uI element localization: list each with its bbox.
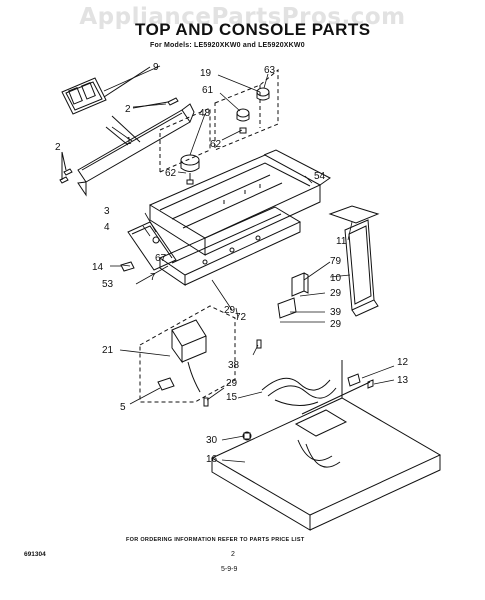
watermark: AppliancePartsPros.com [79,4,406,30]
part-21-timer-motor [171,319,207,393]
callout-53: 53 [102,279,114,290]
callout-19: 19 [200,68,212,79]
signature-mark: 5-9-9 [221,566,238,573]
callout-7: 7 [150,272,156,283]
callout-30: 30 [206,435,218,446]
callout-11: 11 [336,236,347,247]
callout-72: 72 [235,312,247,323]
part-15-wire-harness [261,377,341,468]
callout-10: 10 [330,273,342,284]
part-39-switch [277,297,297,319]
callout-leader-lines [103,65,395,463]
part-54-console-housing [148,149,331,256]
callout-62-right: 62 [210,139,222,150]
callout-63: 63 [264,65,276,76]
screws-29-30-38 [203,339,262,441]
part-63-61-62-knobs [236,87,270,134]
callout-15: 15 [226,392,238,403]
page-number: 2 [231,551,235,558]
callout-2-top: 2 [125,104,131,115]
callout-62-left: 62 [165,168,177,179]
part-48-knob [180,154,200,185]
part-11-10-control-cover [328,205,380,317]
callout-29-c: 29 [224,305,236,316]
callout-29-b: 29 [330,319,342,330]
callout-29-d: 29 [226,378,238,389]
part-5-small-part [157,377,175,391]
callout-4: 4 [104,222,110,233]
callout-79: 79 [330,256,342,267]
part-3-4-end-cap [127,221,177,271]
callout-14: 14 [92,262,104,273]
callout-38: 38 [228,360,240,371]
callout-3: 3 [104,206,110,217]
callout-39: 39 [330,307,342,318]
part-9-console-panel-frame [61,66,151,115]
callout-61: 61 [202,85,214,96]
callout-16: 16 [206,454,218,465]
part-21-box [139,305,236,403]
part-53-console-base [158,206,302,286]
models-line: For Models: LE5920XKW0 and LE5920XKW0 [150,42,305,49]
callout-29-a: 29 [330,288,342,299]
callout-9: 9 [153,62,159,73]
callout-48: 48 [199,108,211,119]
diagram-title: TOP AND CONSOLE PARTS [135,20,371,39]
part-2-screws [59,97,179,184]
callout-5: 5 [120,402,126,413]
part-14-clip [120,261,135,272]
callout-12: 12 [397,357,409,368]
document-code: 691304 [24,551,46,558]
callout-67: 67 [155,253,167,264]
callout-2-left: 2 [55,142,61,153]
callout-1: 1 [126,136,132,147]
callout-13: 13 [397,375,409,386]
part-79-switch [291,272,309,297]
callout-labels: 9 2 2 1 48 62 19 63 61 62 54 3 4 67 14 7… [55,62,409,465]
part-16-top-panel [210,360,442,531]
ordering-note: FOR ORDERING INFORMATION REFER TO PARTS … [126,537,305,543]
part-12-13-lid-switch [347,373,374,389]
detail-callout-boxes [159,68,279,173]
callout-54: 54 [314,171,326,182]
part-1-console-panel [77,103,195,197]
callout-21: 21 [102,345,114,356]
